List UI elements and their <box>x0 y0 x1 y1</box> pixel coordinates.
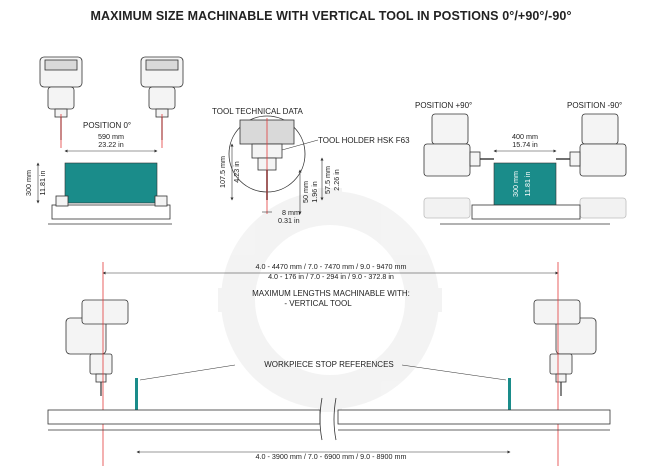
top-length-mm: 4.0 - 4470 mm / 7.0 - 7470 mm / 9.0 - 94… <box>255 262 406 271</box>
tool-len3-in: 1.96 in <box>310 181 319 203</box>
pos0-height-mm: 300 mm <box>24 170 33 196</box>
pos0-workpiece <box>64 162 158 204</box>
top-length-in: 4.0 - 176 in / 7.0 - 294 in / 9.0 - 372.… <box>268 272 394 281</box>
pos90-workpiece <box>493 162 557 206</box>
spindle-head-minus90 <box>556 113 627 177</box>
position-90-panel: POSITION +90° POSITION -90° 400 mm 15.74… <box>415 101 627 225</box>
position-plus90-label: POSITION +90° <box>415 101 472 110</box>
tool-len1-in: 4.23 in <box>232 161 241 183</box>
tool-data-panel: TOOL TECHNICAL DATA TOOL HOLDER HSK F63 … <box>212 107 410 225</box>
pos90-width-mm: 400 mm <box>512 132 538 141</box>
position-minus90-label: POSITION -90° <box>567 101 622 110</box>
gear-watermark-icon <box>218 188 442 412</box>
diagram-title: MAXIMUM SIZE MACHINABLE WITH VERTICAL TO… <box>90 9 572 23</box>
machine-bed <box>47 397 611 441</box>
max-length-panel: 4.0 - 4470 mm / 7.0 - 7470 mm / 9.0 - 94… <box>47 262 611 466</box>
tool-holder-label: TOOL HOLDER HSK F63 <box>318 136 410 145</box>
spindle-head-plus90 <box>423 113 494 177</box>
position-0-label: POSITION 0° <box>83 121 131 130</box>
machine-head-left <box>65 299 129 396</box>
tool-len3-mm: 50 mm <box>301 181 310 203</box>
caption-line-1: MAXIMUM LENGTHS MACHINABLE WITH: <box>252 289 410 298</box>
tool-dia-in: 0.31 in <box>278 216 300 225</box>
workpiece-stop-left <box>135 378 138 410</box>
tool-len1-mm: 107.5 mm <box>218 156 227 188</box>
position-0-panel: POSITION 0° 590 mm 23.22 in 300 mm 11.81… <box>24 56 184 225</box>
spindle-head-right <box>140 56 184 140</box>
pos90-height-in: 11.81 in <box>523 171 532 196</box>
machine-head-right <box>533 299 597 396</box>
tool-data-title: TOOL TECHNICAL DATA <box>212 107 303 116</box>
pos90-width-in: 15.74 in <box>512 140 538 149</box>
workpiece-stop-right <box>508 378 511 410</box>
pos0-width-in: 23.22 in <box>98 140 124 149</box>
bottom-length-mm: 4.0 - 3900 mm / 7.0 - 6900 mm / 9.0 - 89… <box>255 452 406 461</box>
tool-dia-mm: 8 mm <box>282 208 300 217</box>
tool-len2-in: 2.26 in <box>332 169 341 191</box>
tool-len2-mm: 57.5 mm <box>323 166 332 194</box>
pos0-height-in: 11.81 in <box>38 170 47 195</box>
stop-references-label: WORKPIECE STOP REFERENCES <box>264 360 394 369</box>
pos0-width-mm: 590 mm <box>98 132 124 141</box>
pos90-height-mm: 300 mm <box>511 171 520 197</box>
caption-line-2: - VERTICAL TOOL <box>284 299 352 308</box>
